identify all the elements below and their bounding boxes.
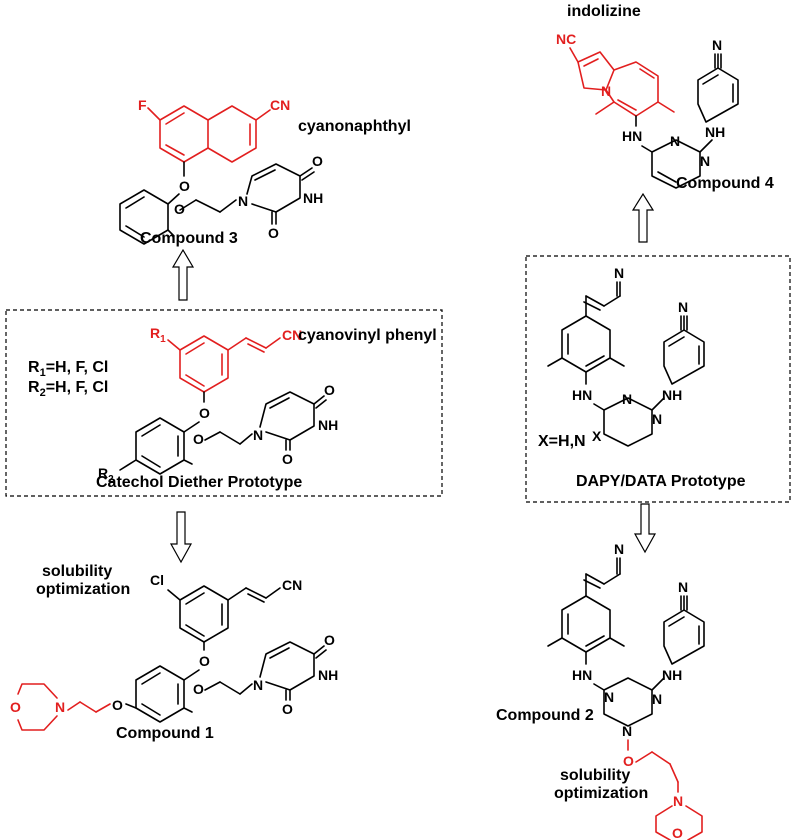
down-arrow-left [169, 511, 193, 564]
nitrile-n-2: N [614, 265, 624, 281]
triazine-n-1: N [622, 391, 632, 407]
triazine-n-2: N [652, 411, 662, 427]
morpholine-n-2: N [673, 793, 683, 809]
uracil-o-4: O [312, 153, 323, 169]
down-arrow-right [633, 503, 657, 554]
compound-1-label: Compound 1 [116, 725, 214, 742]
uracil-o-4c: O [324, 632, 335, 648]
nitrile-n-3: N [678, 299, 688, 315]
optimization-label-right: optimization [554, 785, 648, 802]
triazine-n-5: N [622, 723, 632, 739]
r1-substituent: R1 [150, 325, 166, 345]
r2-substituent: R2 [98, 465, 114, 485]
dapy-prototype-label: DAPY/DATA Prototype [576, 473, 746, 490]
uracil-o-2c: O [282, 701, 293, 717]
uracil-nh-2: NH [318, 417, 338, 433]
compound-4-label: Compound 4 [676, 175, 774, 192]
amine-hn-2: HN [572, 387, 592, 403]
x-definition: X=H,N [538, 433, 586, 450]
compound-3-label: Compound 3 [140, 230, 238, 247]
r2-definition: R2=H, F, Cl [28, 379, 108, 399]
ring-x: X [592, 428, 602, 444]
morpholine-o: O [10, 699, 21, 715]
uracil-n-3: N [253, 677, 263, 693]
ether-oxygen-7: O [112, 697, 123, 713]
cyano-group-2: CN [282, 327, 302, 343]
compound-4-structure: N NC HN N N NH N [556, 31, 739, 189]
catechol-prototype-box [5, 309, 443, 497]
ether-oxygen-3: O [199, 405, 210, 421]
dapy-prototype-structure: N HN X N N NH N [547, 265, 705, 447]
indolizine-cyano: NC [556, 31, 576, 47]
cyano-group-3: CN [282, 577, 302, 593]
up-arrow-right [631, 192, 655, 243]
triazine-n-3: N [604, 689, 614, 705]
chloro-atom: Cl [150, 572, 164, 588]
cyanonaphthyl-label: cyanonaphthyl [298, 118, 411, 135]
morpholine-n: N [55, 699, 65, 715]
cyano-group: CN [270, 97, 290, 113]
optimization-label-left: optimization [36, 581, 130, 598]
amine-hn-1: HN [622, 128, 642, 144]
uracil-o-2b: O [282, 451, 293, 467]
fluoro-atom: F [138, 97, 147, 113]
r1-definition: R1=H, F, Cl [28, 359, 108, 379]
solubility-label-left: solubility [42, 563, 112, 580]
compound-2-structure: N HN N N N NH N O N [547, 541, 705, 840]
solubility-label-right: solubility [560, 767, 630, 784]
amine-hn-3: HN [572, 667, 592, 683]
amine-nh-2: NH [662, 387, 682, 403]
ether-oxygen-4: O [193, 431, 204, 447]
ether-oxygen-8: O [623, 753, 634, 769]
uracil-o-2: O [268, 225, 279, 241]
indolizine-n: N [601, 83, 611, 99]
pyrimidine-n-2: N [700, 153, 710, 169]
morpholine-o-2: O [672, 825, 683, 840]
amine-nh-1: NH [705, 124, 725, 140]
ether-oxygen: O [179, 178, 190, 194]
nitrile-n-4: N [614, 541, 624, 557]
nitrile-n-1: N [712, 37, 722, 53]
up-arrow-left [171, 248, 195, 301]
catechol-prototype-label: Catechol Diether Prototype [96, 474, 302, 491]
uracil-o-4b: O [324, 382, 335, 398]
compound-3-structure: F CN O O N O O NH [119, 97, 323, 245]
ether-oxygen-6: O [193, 681, 204, 697]
ether-oxygen-2: O [174, 201, 185, 217]
uracil-n-2: N [253, 427, 263, 443]
catechol-prototype-structure: R1 CN O R2 O N O O NH [98, 325, 338, 485]
uracil-nh: NH [303, 190, 323, 206]
cyanovinyl-phenyl-label: cyanovinyl phenyl [298, 327, 437, 344]
indolizine-label: indolizine [567, 3, 641, 20]
uracil-nh-3: NH [318, 667, 338, 683]
triazine-n-4: N [652, 691, 662, 707]
ether-oxygen-5: O [199, 653, 210, 669]
amine-nh-3: NH [662, 667, 682, 683]
compound-1-structure: Cl CN O O N O O NH O N O [10, 572, 338, 731]
compound-2-label: Compound 2 [496, 707, 594, 724]
dapy-prototype-box [525, 255, 791, 503]
uracil-n: N [238, 193, 248, 209]
pyrimidine-n-1: N [670, 133, 680, 149]
nitrile-n-5: N [678, 579, 688, 595]
